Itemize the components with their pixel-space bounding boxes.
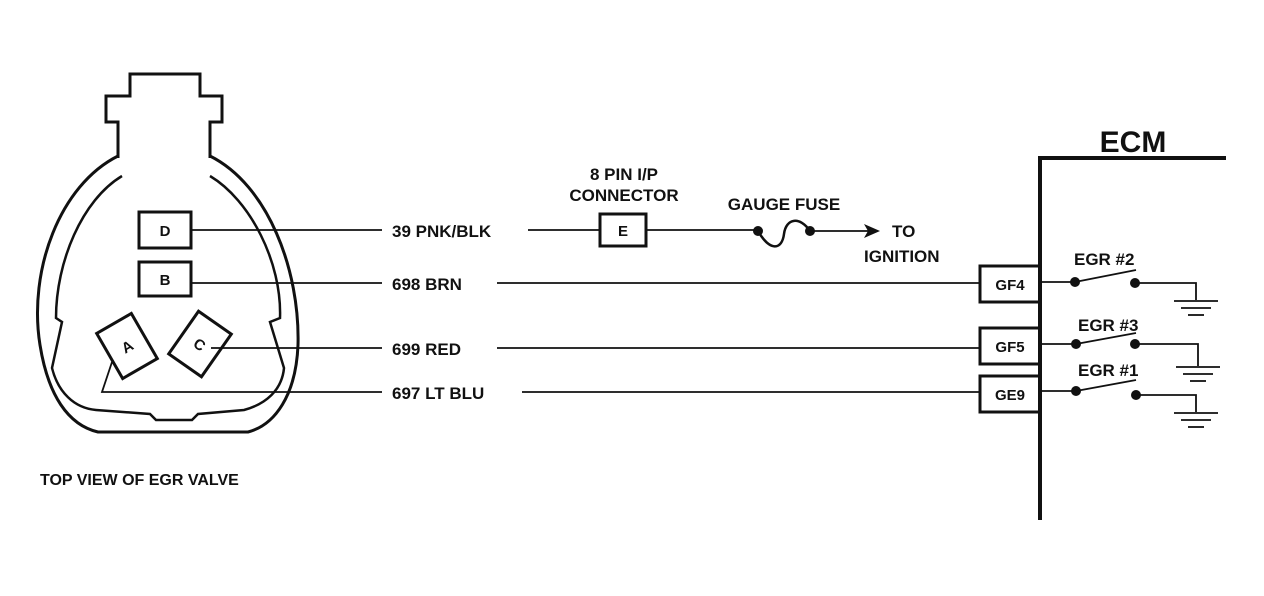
egr-3-ground-lead <box>1135 343 1199 366</box>
wire-698-brn: 698 BRN <box>191 275 980 294</box>
egr-1-switch: EGR #1 <box>1040 361 1218 428</box>
valve-pin-d-label: D <box>160 223 171 240</box>
ecm-pin-gf5-label: GF5 <box>995 339 1024 356</box>
wire-697-label: 697 LT BLU <box>392 384 484 403</box>
to-ignition-line1: TO <box>892 222 915 241</box>
ecm: ECM GF4 GF5 GE9 EGR #2 EGR #3 <box>978 126 1226 520</box>
egr-1-blade <box>1075 379 1137 392</box>
egr-2-ground-lead <box>1135 282 1197 300</box>
gauge-fuse-label: GAUGE FUSE <box>728 195 840 214</box>
valve-outer-housing <box>36 154 300 434</box>
valve-connector-stub <box>104 72 224 158</box>
valve-pin-a: A <box>94 311 160 381</box>
egr-1-label: EGR #1 <box>1078 361 1138 380</box>
wire-699-red: 699 RED <box>211 340 980 359</box>
ip-connector-title-line1: 8 PIN I/P <box>590 165 658 184</box>
ecm-pin-gf4-label: GF4 <box>995 277 1025 294</box>
valve-pin-c: C <box>166 309 234 379</box>
valve-pin-b-box <box>137 260 193 298</box>
wire-698-label: 698 BRN <box>392 275 462 294</box>
valve-caption: TOP VIEW OF EGR VALVE <box>40 472 239 489</box>
to-ignition-arrow-icon <box>864 224 880 238</box>
gauge-fuse: GAUGE FUSE TO IGNITION <box>646 195 940 266</box>
ecm-pin-ge9-label: GE9 <box>995 387 1025 404</box>
valve-pin-b-label: B <box>160 272 171 289</box>
ip-connector-title-line2: CONNECTOR <box>569 186 678 205</box>
wire-39-label: 39 PNK/BLK <box>392 222 492 241</box>
wire-697-lt-blu: 697 LT BLU <box>100 361 980 403</box>
wire-697-segment-left <box>100 361 382 393</box>
egr-2-label: EGR #2 <box>1074 250 1134 269</box>
ip-connector: 8 PIN I/P CONNECTOR E <box>569 165 679 248</box>
wire-39-pnk-blk: 39 PNK/BLK <box>191 222 600 241</box>
egr-2-switch: EGR #2 <box>1040 250 1218 316</box>
valve-pin-c-box <box>166 309 234 379</box>
ecm-pin-ge9-box <box>978 374 1042 414</box>
ecm-boundary <box>1038 156 1226 520</box>
ecm-pin-gf4-box <box>978 264 1042 304</box>
egr-valve: D B A C TOP VIEW OF EGR VALVE <box>36 72 300 489</box>
egr-2-blade <box>1074 269 1137 283</box>
egr-3-label: EGR #3 <box>1078 316 1138 335</box>
valve-inner-wall <box>50 174 286 422</box>
to-ignition-line2: IGNITION <box>864 247 940 266</box>
egr-1-ground-lead <box>1136 394 1197 412</box>
ecm-pin-gf5-box <box>978 326 1042 366</box>
valve-pin-a-label: A <box>119 337 137 357</box>
wire-699-label: 699 RED <box>392 340 461 359</box>
valve-pin-c-label: C <box>190 335 209 355</box>
egr-3-blade <box>1075 332 1137 345</box>
egr-3-switch: EGR #3 <box>1040 316 1220 382</box>
ecm-title: ECM <box>1100 126 1167 159</box>
valve-pin-a-box <box>94 311 160 381</box>
fuse-element <box>756 219 812 248</box>
ip-connector-pin-e-label: E <box>618 223 628 240</box>
